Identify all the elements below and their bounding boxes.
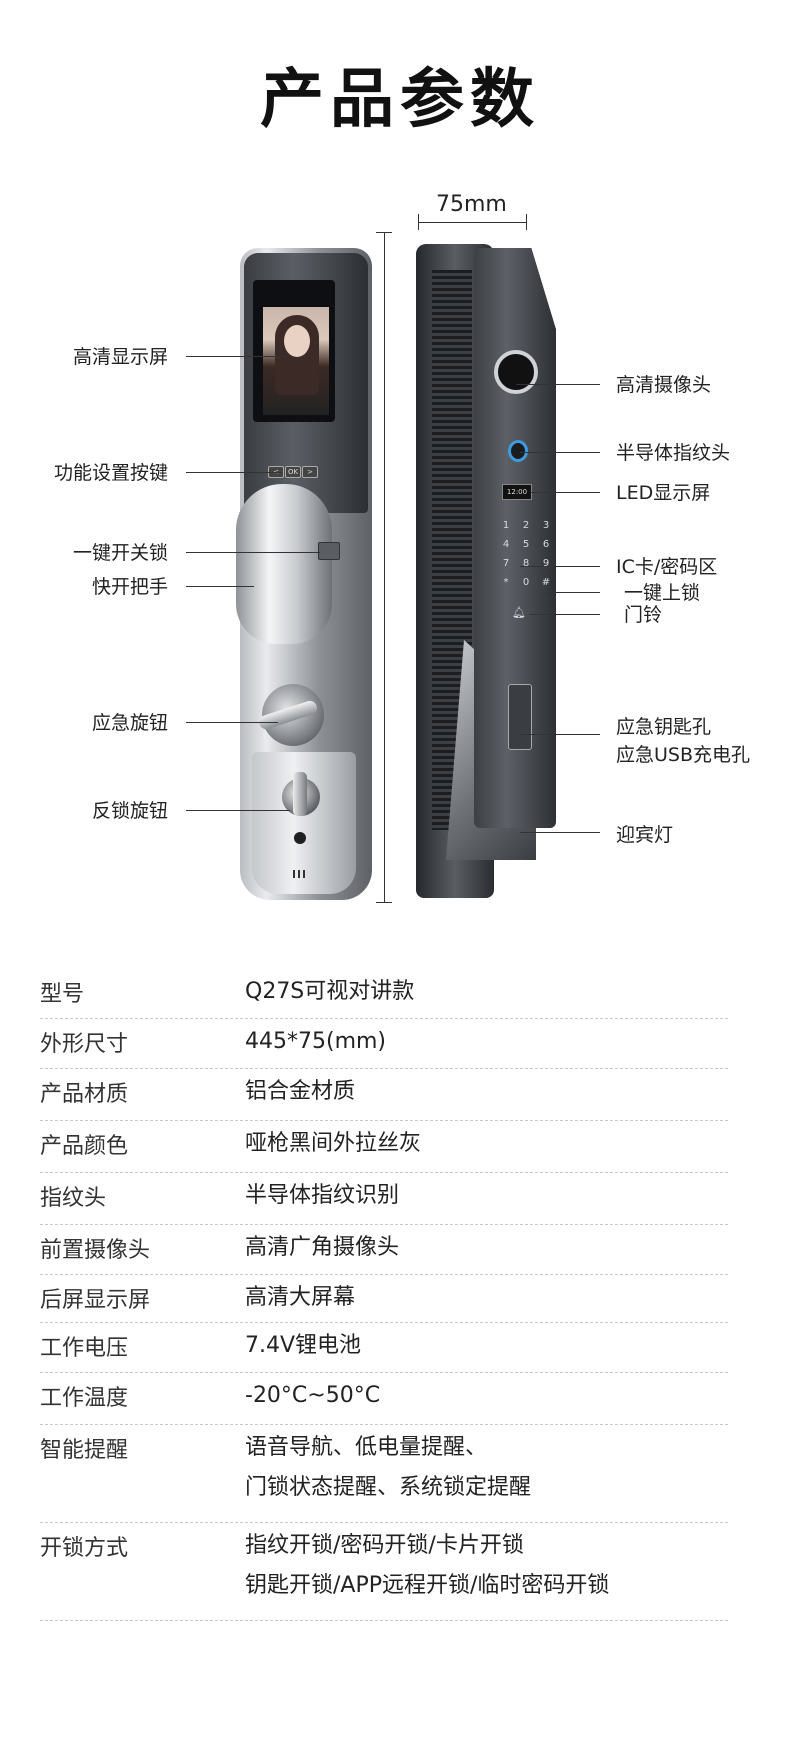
keypad-key: 3 <box>542 520 550 531</box>
screen-photo <box>263 307 329 415</box>
width-dimension-tick-right <box>526 214 527 230</box>
keypad-key: 9 <box>542 558 550 569</box>
spec-row: 智能提醒 语音导航、低电量提醒、门锁状态提醒、系统锁定提醒 <box>40 1424 728 1523</box>
spec-value: 7.4V锂电池 <box>245 1333 362 1358</box>
spec-row: 产品颜色 哑枪黑间外拉丝灰 <box>40 1120 728 1173</box>
label-welcome-light: 迎宾灯 <box>616 824 674 846</box>
led-screen: 12:00 <box>502 484 532 500</box>
leader-handle <box>186 586 254 587</box>
leader-one-key-switch <box>186 552 320 553</box>
spec-key: 前置摄像头 <box>40 1238 151 1263</box>
label-handle: 快开把手 <box>91 576 168 598</box>
spec-row: 工作温度 -20°C~50°C <box>40 1372 728 1425</box>
func-key-ok: OK <box>285 466 301 478</box>
leader-emergency-knob <box>186 722 278 723</box>
keypad: 1 2 3 4 5 6 7 8 9 * 0 # <box>496 520 556 588</box>
spec-value: Q27S可视对讲款 <box>245 979 415 1004</box>
doorbell-icon: 🔔︎ <box>512 606 526 619</box>
keypad-key: # <box>541 577 551 588</box>
label-ic-password: IC卡/密码区 <box>616 556 718 578</box>
spec-value: 指纹开锁/密码开锁/卡片开锁 <box>245 1533 524 1558</box>
spec-row: 工作电压 7.4V锂电池 <box>40 1322 728 1373</box>
leader-function-keys <box>186 472 282 473</box>
spec-value: 哑枪黑间外拉丝灰 <box>245 1131 422 1156</box>
keypad-key: * <box>503 577 509 588</box>
label-emergency-knob: 应急旋钮 <box>91 712 168 734</box>
spec-key: 工作电压 <box>40 1336 129 1361</box>
page-title: 产品参数 <box>260 63 540 137</box>
label-one-key-lock: 一键上锁 <box>624 582 701 604</box>
spec-row: 开锁方式 指纹开锁/密码开锁/卡片开锁钥匙开锁/APP远程开锁/临时密码开锁 <box>40 1522 728 1621</box>
leader-anti-lock-knob <box>186 810 290 811</box>
spec-row: 指纹头 半导体指纹识别 <box>40 1172 728 1225</box>
spec-value: 门锁状态提醒、系统锁定提醒 <box>245 1475 532 1500</box>
spec-key: 开锁方式 <box>40 1536 129 1561</box>
spec-row: 外形尺寸 445*75(mm) <box>40 1018 728 1069</box>
spec-row: 前置摄像头 高清广角摄像头 <box>40 1224 728 1275</box>
spec-key: 外形尺寸 <box>40 1032 129 1057</box>
spec-key: 产品颜色 <box>40 1134 129 1159</box>
spec-row: 型号 Q27S可视对讲款 <box>40 968 728 1019</box>
spec-key: 产品材质 <box>40 1082 129 1107</box>
spec-value: 铝合金材质 <box>245 1079 356 1104</box>
quick-open-handle <box>236 484 332 644</box>
keypad-key: 0 <box>522 577 530 588</box>
label-anti-lock-knob: 反锁旋钮 <box>91 800 168 822</box>
keypad-key: 1 <box>502 520 510 531</box>
width-dimension-tick-left <box>418 214 419 230</box>
spec-key: 指纹头 <box>40 1186 107 1211</box>
spec-value: 钥匙开锁/APP远程开锁/临时密码开锁 <box>245 1573 610 1598</box>
label-emergency-key-hole: 应急钥匙孔 <box>616 716 712 738</box>
label-screen: 高清显示屏 <box>72 346 168 368</box>
keypad-key: 2 <box>522 520 530 531</box>
spec-key: 智能提醒 <box>40 1438 129 1463</box>
one-key-switch <box>318 542 340 560</box>
photo-face <box>284 325 310 357</box>
label-doorbell: 门铃 <box>624 604 663 626</box>
leader-camera <box>516 384 600 385</box>
spec-row: 产品材质 铝合金材质 <box>40 1068 728 1121</box>
label-function-keys: 功能设置按键 <box>53 462 168 484</box>
leader-screen <box>186 356 296 357</box>
spec-value: -20°C~50°C <box>245 1383 381 1408</box>
leader-led-screen <box>530 492 600 493</box>
keypad-key: 5 <box>522 539 530 550</box>
keypad-key: 4 <box>502 539 510 550</box>
height-dimension-tick-top <box>376 232 392 233</box>
emergency-key-cover <box>508 684 532 750</box>
label-led-screen: LED显示屏 <box>616 482 711 504</box>
camera-icon <box>494 350 538 394</box>
label-fingerprint: 半导体指纹头 <box>616 442 731 464</box>
spec-key: 工作温度 <box>40 1386 129 1411</box>
keypad-key: 6 <box>542 539 550 550</box>
spec-value: 语音导航、低电量提醒、 <box>245 1435 488 1460</box>
speaker-grille <box>293 870 307 878</box>
leader-fingerprint <box>520 452 600 453</box>
height-dimension-tick-bottom <box>376 902 392 903</box>
label-camera: 高清摄像头 <box>616 374 712 396</box>
keypad-key: 7 <box>502 558 510 569</box>
width-dimension-line <box>418 222 526 223</box>
anti-lock-knob-bar <box>293 772 307 816</box>
spec-row: 后屏显示屏 高清大屏幕 <box>40 1274 728 1323</box>
spec-value: 高清大屏幕 <box>245 1285 356 1310</box>
func-key-right: > <box>302 466 318 478</box>
width-dimension-label: 75mm <box>436 192 507 217</box>
spec-key: 型号 <box>40 982 85 1007</box>
leader-emergency-key-hole <box>520 734 600 735</box>
spec-key: 后屏显示屏 <box>40 1288 151 1313</box>
label-one-key-switch: 一键开关锁 <box>72 542 168 564</box>
leader-welcome-light <box>520 832 600 833</box>
fingerprint-sensor-icon <box>508 440 528 462</box>
keypad-key: 8 <box>522 558 530 569</box>
spec-value: 半导体指纹识别 <box>245 1183 400 1208</box>
leader-ic-password <box>520 566 600 567</box>
spec-value: 高清广角摄像头 <box>245 1235 400 1260</box>
front-keyhole <box>294 832 306 844</box>
spec-value: 445*75(mm) <box>245 1029 387 1054</box>
height-dimension-line <box>384 232 385 902</box>
leader-one-key-lock <box>546 592 600 593</box>
leader-doorbell <box>530 614 600 615</box>
label-emergency-usb: 应急USB充电孔 <box>616 744 751 766</box>
